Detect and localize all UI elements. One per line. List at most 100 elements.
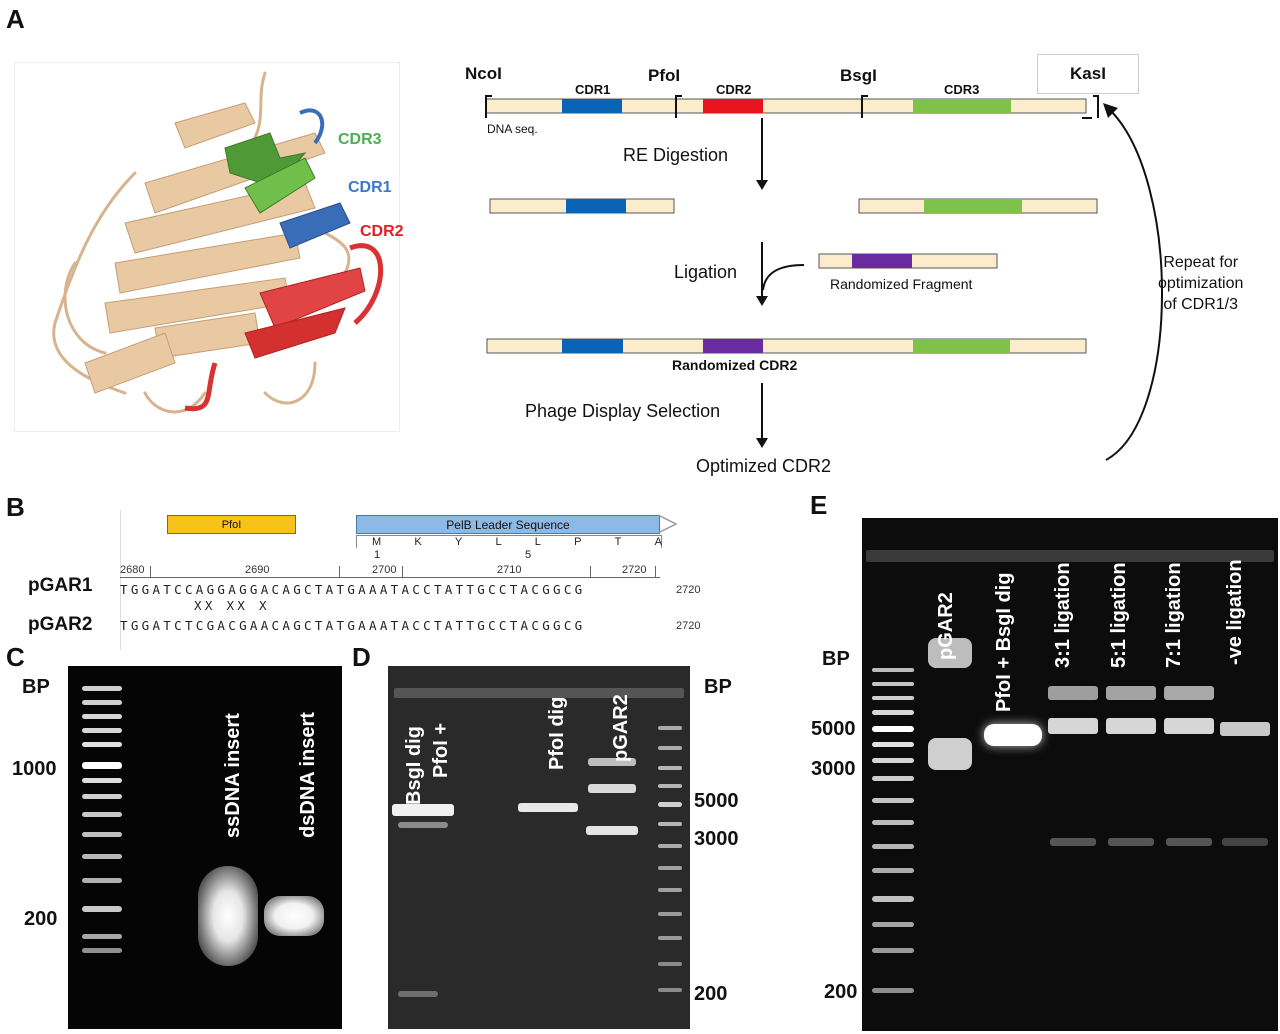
- row-name-pgar2: pGAR2: [28, 614, 93, 635]
- gel-c-bp-title: BP: [22, 676, 50, 698]
- feature-pelb: PelB Leader Sequence: [356, 515, 660, 534]
- panel-label-d: D: [352, 642, 371, 672]
- site-pfoi: PfoI: [648, 66, 681, 85]
- label-cdr3: CDR3: [944, 82, 980, 97]
- row-name-pgar1: pGAR1: [28, 575, 93, 596]
- aa-5: L: [534, 536, 541, 548]
- gel-d-band-double-digest: [392, 804, 454, 816]
- gel-d-lane-double-digest-2: BsgI dig: [403, 726, 425, 805]
- cloning-scheme: [485, 95, 1163, 461]
- randomized-fragment-label: Randomized Fragment: [830, 276, 973, 292]
- gel-e-band-double-digest: [984, 724, 1042, 746]
- gel-e-marker-5000: 5000: [811, 718, 856, 740]
- amino-acid-track: M K Y L L P T A: [372, 536, 662, 548]
- repeat-note: Repeat for optimization of CDR1/3: [1158, 252, 1243, 315]
- alignment-view: [120, 510, 701, 650]
- site-bsgi: BsgI: [840, 66, 877, 85]
- gel-d: [388, 666, 690, 1029]
- gel-d-bp-title: BP: [704, 676, 732, 698]
- label-cdr1: CDR1: [575, 82, 611, 97]
- repeat-line-3: of CDR1/3: [1163, 296, 1239, 313]
- end-pgar2: 2720: [676, 620, 701, 632]
- gel-e-band-31-lower: [1048, 718, 1098, 734]
- aa-1: M: [372, 536, 382, 548]
- feature-arrow-icon: [657, 514, 678, 534]
- gel-e: [862, 518, 1278, 1031]
- gel-e-band-pgar2-lower: [928, 738, 972, 770]
- tick-2720: 2720: [622, 564, 647, 576]
- feature-pfoi: PfoI: [167, 515, 296, 534]
- gel-c-marker-200: 200: [24, 908, 58, 930]
- protein-structure: [14, 62, 400, 432]
- tick-2710: 2710: [497, 564, 522, 576]
- gel-e-band-71-lower: [1164, 718, 1214, 734]
- site-kasi: KasI: [1070, 64, 1106, 83]
- tick-2700: 2700: [372, 564, 397, 576]
- segment-cdr1: [562, 99, 622, 113]
- sequence-pgar1: TGGATCCAGGAGGACAGCTATGAAATACCTATTGCCTACG…: [120, 582, 586, 597]
- aa-index-5: 5: [525, 549, 532, 561]
- gel-c-band-ssdna: [198, 866, 258, 966]
- feature-pfoi-label: PfoI: [221, 518, 242, 531]
- gel-e-lane-neg: -ve ligation: [1224, 559, 1246, 665]
- gel-e-lane-pgar2: pGAR2: [935, 592, 957, 660]
- gel-e-marker-3000: 3000: [811, 758, 856, 780]
- protein-cartoon-icon: [52, 71, 384, 414]
- segment-cdr2: [703, 99, 763, 113]
- gel-d-lane-double-digest-1: PfoI +: [430, 722, 452, 778]
- aa-index-1: 1: [374, 549, 381, 561]
- gel-d-band-single-digest: [518, 803, 578, 812]
- dna-seq-label: DNA seq.: [487, 122, 538, 136]
- panel-label-c: C: [6, 642, 25, 672]
- gel-e-lane-71: 7:1 ligation: [1163, 562, 1185, 668]
- panel-label-b: B: [6, 492, 25, 522]
- aa-2: K: [414, 536, 422, 548]
- gel-c-lane-ssdna: ssDNA insert: [222, 713, 244, 838]
- step-re-digestion: RE Digestion: [623, 145, 729, 165]
- gel-d-band-pgar2-upper: [588, 758, 636, 766]
- repeat-line-2: optimization: [1158, 275, 1244, 292]
- end-pgar1: 2720: [676, 584, 701, 596]
- step-ligation: Ligation: [674, 262, 738, 282]
- gel-e-lane-31: 3:1 ligation: [1052, 562, 1074, 668]
- feature-pelb-label: PelB Leader Sequence: [446, 517, 570, 532]
- gel-e-band-pgar2-upper: [928, 638, 972, 668]
- gel-e-band-71-upper: [1164, 686, 1214, 700]
- panel-label-a: A: [6, 4, 25, 34]
- gel-e-lane-51: 5:1 ligation: [1108, 562, 1130, 668]
- gel-c-marker-1000: 1000: [12, 758, 57, 780]
- aa-8: A: [654, 536, 662, 548]
- gel-e-band-neg: [1220, 722, 1270, 736]
- site-ncoi: NcoI: [465, 64, 502, 83]
- ruler-line: [120, 577, 660, 578]
- sequence-pgar2: TGGATCTCGACGAACAGCTATGAAATACCTATTGCCTACG…: [120, 618, 586, 633]
- panel-label-e: E: [810, 490, 828, 520]
- gel-d-marker-200: 200: [694, 983, 728, 1005]
- protein-label-cdr2: CDR2: [360, 223, 404, 240]
- randomized-cdr2-label: Randomized CDR2: [672, 357, 798, 373]
- gel-e-bp-title: BP: [822, 648, 850, 670]
- gel-e-band-51-lower: [1106, 718, 1156, 734]
- gel-c-lane-dsdna: dsDNA insert: [297, 712, 319, 838]
- step-phage-display: Phage Display Selection: [525, 401, 721, 421]
- step-optimized: Optimized CDR2: [696, 456, 832, 476]
- label-cdr2: CDR2: [716, 82, 752, 97]
- gel-e-band-51-upper: [1106, 686, 1156, 700]
- site-kasi-box: KasI: [1037, 54, 1139, 94]
- mismatch-marks: XX XX X: [194, 598, 270, 613]
- repeat-line-1: Repeat for: [1163, 254, 1239, 271]
- protein-label-cdr1: CDR1: [348, 179, 392, 196]
- tick-2690: 2690: [245, 564, 270, 576]
- gel-c-band-dsdna: [264, 896, 324, 936]
- gel-d-marker-3000: 3000: [694, 828, 739, 850]
- aa-bracket: [356, 535, 662, 548]
- gel-d-marker-5000: 5000: [694, 790, 739, 812]
- segment-cdr3: [913, 99, 1011, 113]
- protein-label-cdr3: CDR3: [338, 131, 382, 148]
- gel-d-lane-pgar2: pGAR2: [610, 694, 632, 762]
- aa-7: T: [614, 536, 622, 548]
- aa-4: L: [495, 536, 502, 548]
- gel-d-band-pgar2-lower: [586, 826, 638, 835]
- aa-6: P: [574, 536, 582, 548]
- gel-d-lane-single-digest: PfoI dig: [546, 696, 568, 770]
